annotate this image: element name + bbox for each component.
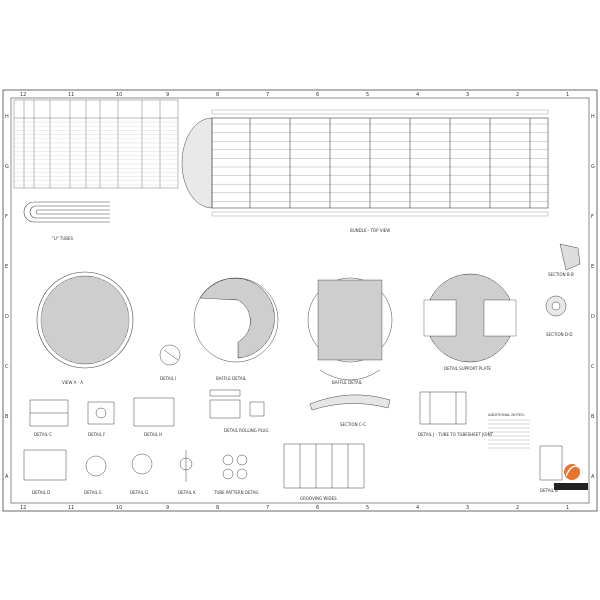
view-aa-title: VIEW A - A <box>62 380 83 385</box>
detail-k <box>179 450 193 482</box>
section-cc <box>309 394 391 411</box>
tube-table <box>13 99 179 189</box>
inner-border <box>10 97 590 504</box>
grooving-title: GROOVING WIDES <box>300 496 337 501</box>
row-label: D <box>591 314 595 320</box>
bundle-title: BUNDLE - TOP VIEW <box>350 228 390 233</box>
row-label: E <box>591 264 594 270</box>
tube-pattern <box>222 454 248 480</box>
bundle-top-view <box>181 109 549 217</box>
col-label: 2 <box>516 505 519 511</box>
col-label: 6 <box>316 505 319 511</box>
col-label: 12 <box>20 505 26 511</box>
company-logo <box>554 464 588 490</box>
section-dd <box>545 295 567 317</box>
detail-i-title: DETAIL I <box>160 376 176 381</box>
col-label: 1 <box>566 92 569 98</box>
rolling-plug <box>209 389 265 419</box>
support-plate-title: DETAIL SUPPORT PLATE <box>444 366 491 371</box>
view-aa-tubesheet <box>36 271 134 369</box>
support-plate <box>423 273 517 363</box>
detail-c <box>29 399 69 427</box>
baffle-1 <box>193 277 279 363</box>
row-label: C <box>5 364 9 370</box>
col-label: 11 <box>68 92 74 98</box>
col-label: 5 <box>366 92 369 98</box>
col-label: 2 <box>516 92 519 98</box>
section-bb-title: SECTION B-B <box>548 272 574 277</box>
detail-h-title: DETAIL H <box>144 432 162 437</box>
row-label: H <box>591 114 595 120</box>
bundle-baffles <box>249 118 531 208</box>
col-label: 10 <box>116 505 122 511</box>
detail-f-title: DETAIL F <box>88 432 106 437</box>
col-label: 8 <box>216 92 219 98</box>
col-label: 9 <box>166 505 169 511</box>
tube-pattern-title: TUBE PATTERN DETAIL <box>213 490 260 495</box>
detail-k-title: DETAIL K <box>178 490 196 495</box>
col-label: 7 <box>266 92 269 98</box>
row-label: D <box>5 314 9 320</box>
col-label: 3 <box>466 92 469 98</box>
col-label: 8 <box>216 505 219 511</box>
u-tubes-title: "U" TUBES <box>52 236 74 241</box>
row-label: C <box>591 364 595 370</box>
baffle-1-title: BAFFLE DETAIL <box>216 376 247 381</box>
row-label: E <box>5 264 8 270</box>
row-label: B <box>591 414 595 420</box>
col-label: 4 <box>416 92 419 98</box>
baffle-2 <box>307 277 393 381</box>
section-bb <box>559 243 581 271</box>
notes-heading: ADDITIONAL NOTES: <box>488 413 525 417</box>
detail-d <box>23 449 67 481</box>
detail-g <box>131 453 153 475</box>
grooving <box>283 443 365 489</box>
baffle-2-title: BAFFLE DETAIL <box>332 380 363 385</box>
row-label: B <box>5 414 9 420</box>
detail-b-title: DETAIL B <box>540 488 558 493</box>
section-cc-title: SECTION C-C <box>340 422 366 427</box>
section-dd-title: SECTION D-D <box>546 332 573 337</box>
detail-g-title: DETAIL G <box>130 490 148 495</box>
col-label: 5 <box>366 505 369 511</box>
notes-lines <box>488 419 530 449</box>
detail-d-title: DETAIL D <box>32 490 50 495</box>
detail-j-title: DETAIL J - TUBE TO TUBESHEET JOINT <box>418 432 494 437</box>
col-label: 1 <box>566 505 569 511</box>
col-label: 12 <box>20 92 26 98</box>
tube-table-rows <box>14 121 178 186</box>
detail-b <box>539 445 563 481</box>
detail-h <box>133 397 175 427</box>
detail-e <box>85 455 107 477</box>
row-label: H <box>5 114 9 120</box>
detail-j <box>419 391 467 425</box>
col-label: 11 <box>68 505 74 511</box>
row-label: A <box>591 474 595 480</box>
col-label: 6 <box>316 92 319 98</box>
col-label: 9 <box>166 92 169 98</box>
row-label: G <box>5 164 9 170</box>
detail-c-title: DETAIL C <box>34 432 52 437</box>
col-label: 4 <box>416 505 419 511</box>
row-label: G <box>591 164 595 170</box>
detail-e-title: DETAIL E <box>84 490 102 495</box>
col-label: 7 <box>266 505 269 511</box>
bundle-tube-lines <box>212 123 548 202</box>
row-label: A <box>5 474 9 480</box>
rolling-plug-title: DETAIL ROLLING PLUG <box>224 428 269 433</box>
row-label: F <box>5 214 8 220</box>
detail-f <box>87 401 115 425</box>
col-label: 3 <box>466 505 469 511</box>
row-labels: H G F E D C B A H G F E D C B A <box>5 114 595 480</box>
detail-i <box>159 344 181 366</box>
row-label: F <box>591 214 594 220</box>
u-tubes <box>23 201 110 223</box>
column-labels: 12 11 10 9 8 7 6 5 4 3 2 1 12 11 10 9 8 … <box>20 92 569 511</box>
col-label: 10 <box>116 92 122 98</box>
